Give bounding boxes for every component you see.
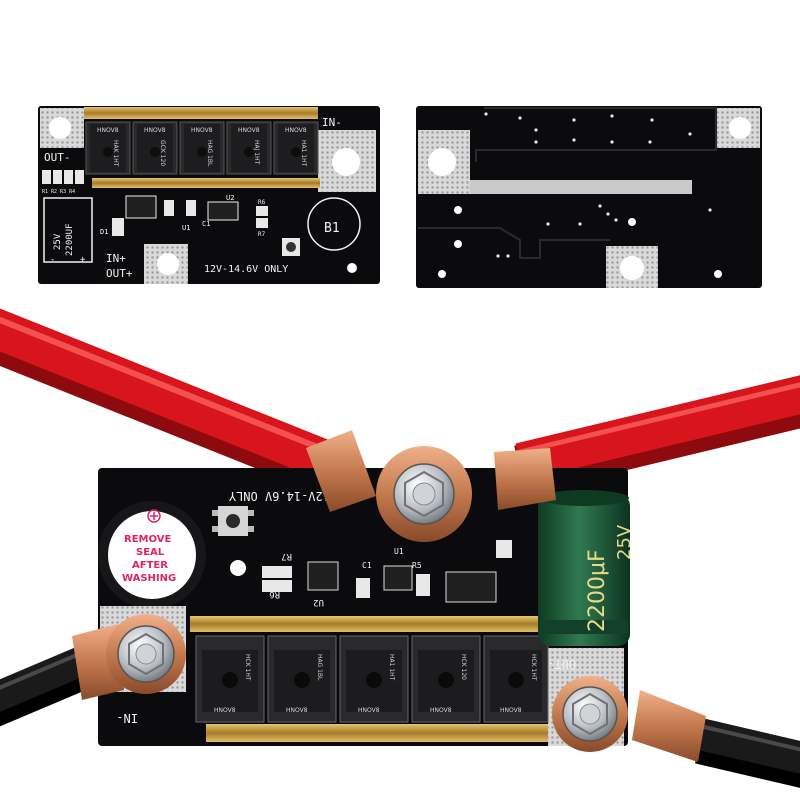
label-cap-plus: +: [80, 255, 86, 265]
label-r6: R6: [258, 199, 266, 206]
buzzer-label-line: WASHING: [122, 573, 176, 584]
mosfet-mark: HNOV8: [191, 127, 213, 134]
mosfet-mark: HNOV8: [238, 127, 260, 134]
label-r7: R7: [258, 231, 266, 238]
photo-ic-u1: [383, 565, 413, 591]
photo-label-in-minus: IN-: [116, 711, 138, 725]
photo-mosfet-mark: HNOV8: [358, 707, 380, 714]
ic-u2: [207, 201, 239, 221]
label-resistors: R1 R2 R3 R4: [42, 189, 75, 195]
photo-mosfet-code: HA1 1HT: [388, 654, 395, 681]
capacitor: 2200μF 25V: [538, 490, 635, 646]
capacitor-voltage: 25V: [614, 524, 635, 560]
photo-label-r7: R7: [281, 551, 292, 561]
photo-mosfet-mark: HNOV8: [500, 707, 522, 714]
cable-lug-left: [72, 614, 186, 700]
label-b1: B1: [324, 221, 340, 236]
photo-copper-bar-top: [190, 616, 550, 632]
label-c1: C1: [202, 220, 210, 228]
label-out-plus: OUT+: [106, 267, 133, 280]
front-board: HNOV8 HAK 1HT HNOV8 GCK 120 HNOV8 HAG 1B…: [38, 106, 380, 284]
photo-copper-bar-bottom: [206, 724, 548, 742]
resistor-group: R1 R2 R3 R4: [42, 170, 84, 195]
cable-lug-top: [306, 430, 556, 542]
photo-label-c1: C1: [362, 561, 372, 570]
photo-mosfet-code: HCK 1HT: [530, 654, 537, 681]
photo-mosfet-mark: HNOV8: [214, 707, 236, 714]
buzzer: REMOVE SEAL AFTER WASHING: [98, 501, 206, 609]
photo-label-u1: U1: [394, 547, 404, 556]
photo-board: REMOVE SEAL AFTER WASHING R7 R6 U2 C1 U1…: [98, 468, 628, 746]
buzzer-label-line: REMOVE: [124, 534, 171, 545]
mosfet-code: HAK 1HT: [112, 140, 119, 167]
label-cap-value: 2200UF: [65, 223, 75, 256]
copper-bar-top: [84, 107, 318, 119]
label-u1: U1: [182, 224, 190, 232]
label-voltage: 12V-14.6V ONLY: [204, 264, 288, 275]
back-board: [416, 106, 762, 288]
cable-lug-right: [552, 676, 706, 762]
label-d1: D1: [100, 228, 108, 236]
photo-label-r6: R6: [269, 589, 280, 599]
mosfet-code: HA1 1HT: [300, 140, 307, 167]
copper-bar-bottom: [92, 178, 320, 188]
label-cap-voltage: 25V: [53, 233, 63, 250]
mosfet-code: GCK 120: [159, 140, 166, 166]
buzzer-footprint: [307, 197, 361, 251]
photo-label-voltage-mirrored: 12V-14.6V ONLY: [228, 489, 330, 503]
photo-mosfet-mark: HNOV8: [430, 707, 452, 714]
label-out-minus: OUT-: [44, 151, 71, 164]
ic-u1: [125, 195, 157, 219]
label-u2: U2: [226, 194, 234, 202]
buzzer-label-line: SEAL: [136, 547, 165, 558]
mosfet-mark: HNOV8: [285, 127, 307, 134]
label-in-minus: IN-: [322, 116, 342, 129]
photo-mosfet-code: HAG 1BL: [316, 654, 323, 681]
photo-label-out-minus: OUT-: [547, 657, 576, 671]
photo-mosfet-code: HCK 120: [460, 654, 467, 680]
capacitor-footprint: [43, 197, 93, 263]
mosfet-mark: HNOV8: [97, 127, 119, 134]
mosfet-mark: HNOV8: [144, 127, 166, 134]
capacitor-value: 2200μF: [585, 549, 610, 632]
label-in-plus: IN+: [106, 252, 126, 265]
label-cap-minus: -: [50, 255, 55, 265]
photo-mosfet-mark: HNOV8: [286, 707, 308, 714]
buzzer-label-line: AFTER: [132, 560, 168, 571]
photo-ic-u2: [307, 561, 339, 591]
mosfet-row: HNOV8 HAK 1HT HNOV8 GCK 120 HNOV8 HAG 1B…: [85, 121, 319, 175]
photo-mosfet-row: HNOV8 HCK 1HT HNOV8 HAG 1BL HNOV8 HA1 1H…: [195, 635, 549, 723]
photo-mosfet-code: HCK 1HT: [244, 654, 251, 681]
photo-label-r5: R5: [412, 561, 422, 570]
photo-label-u2: U2: [313, 597, 324, 607]
mosfet-code: HAJ 1HT: [253, 140, 260, 165]
mosfet-code: HAG 1BL: [206, 140, 213, 167]
